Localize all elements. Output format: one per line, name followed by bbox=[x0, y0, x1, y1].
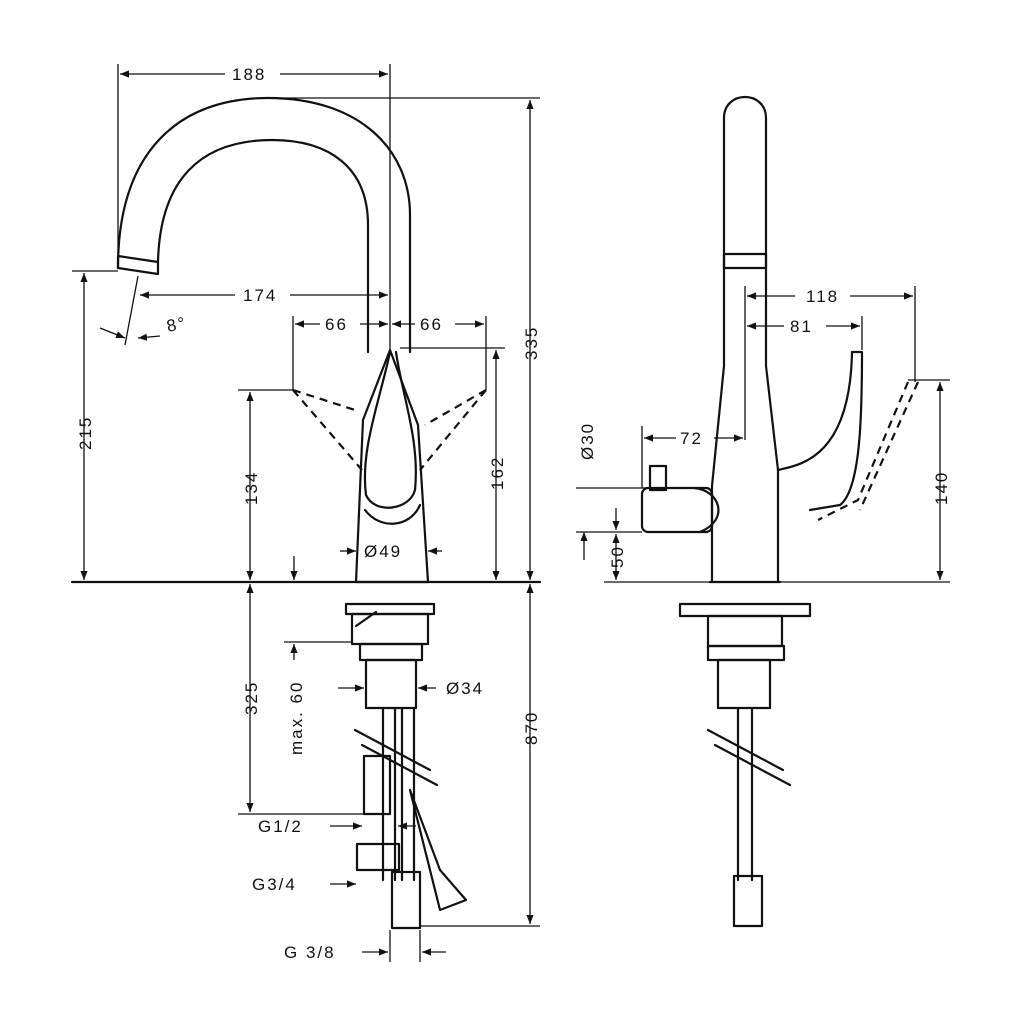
dim-30: Ø30 bbox=[578, 422, 597, 460]
hose-fitting-g12 bbox=[362, 754, 392, 816]
mounting-flange bbox=[344, 602, 436, 616]
side-lever-alt bbox=[817, 381, 920, 521]
side-handle-knob bbox=[640, 486, 714, 534]
side-dimensions: 118 81 72 Ø30 50 140 bbox=[576, 286, 951, 583]
dim-g34: G3/4 bbox=[252, 875, 297, 894]
dim-134: 134 bbox=[242, 471, 261, 505]
side-filter-button bbox=[648, 464, 668, 492]
dim-50: 50 bbox=[608, 545, 627, 568]
dim-188: 188 bbox=[232, 65, 266, 84]
dim-335: 335 bbox=[522, 326, 541, 360]
dim-174: 174 bbox=[243, 286, 277, 305]
dim-66-left: 66 bbox=[325, 315, 348, 334]
side-view bbox=[640, 95, 920, 928]
dim-81: 81 bbox=[790, 317, 813, 336]
front-dimensions: 188 174 8° 66 66 335 215 134 162 Ø49 bbox=[72, 64, 541, 962]
side-shank bbox=[716, 658, 772, 710]
shank bbox=[364, 658, 418, 710]
mounting-nut bbox=[350, 612, 430, 646]
dim-g38: G 3/8 bbox=[284, 943, 336, 962]
side-spout bbox=[722, 95, 768, 368]
hose-fitting-g38 bbox=[390, 870, 422, 930]
thread-ring bbox=[358, 642, 424, 662]
side-thread bbox=[706, 644, 786, 662]
body-detail bbox=[363, 503, 422, 525]
dim-34: Ø34 bbox=[446, 679, 484, 698]
dim-118: 118 bbox=[806, 287, 839, 306]
dim-215: 215 bbox=[76, 416, 95, 450]
lever-right-position bbox=[419, 389, 487, 471]
dim-66-right: 66 bbox=[420, 315, 443, 334]
dim-325: 325 bbox=[242, 681, 261, 715]
lever-handle bbox=[363, 350, 417, 509]
dim-49: Ø49 bbox=[364, 542, 402, 561]
dim-max-60: max. 60 bbox=[287, 681, 306, 755]
side-hose-fitting bbox=[732, 874, 764, 928]
dim-g12: G1/2 bbox=[258, 817, 303, 836]
side-cone bbox=[692, 486, 720, 534]
lever-left-position bbox=[292, 388, 363, 471]
dim-162: 162 bbox=[488, 456, 507, 490]
hose-fitting-g34 bbox=[355, 842, 401, 872]
side-lever bbox=[776, 350, 864, 512]
dim-140: 140 bbox=[932, 471, 951, 505]
spout-tip bbox=[116, 254, 160, 276]
dim-870: 870 bbox=[522, 711, 541, 745]
side-flange bbox=[678, 602, 812, 618]
side-aerator-ring bbox=[722, 252, 768, 270]
side-nut bbox=[706, 614, 784, 648]
front-view bbox=[70, 96, 542, 930]
dim-8deg: 8° bbox=[165, 313, 189, 336]
hose-right bbox=[408, 788, 468, 912]
spout bbox=[116, 96, 412, 354]
dim-72: 72 bbox=[680, 429, 703, 448]
